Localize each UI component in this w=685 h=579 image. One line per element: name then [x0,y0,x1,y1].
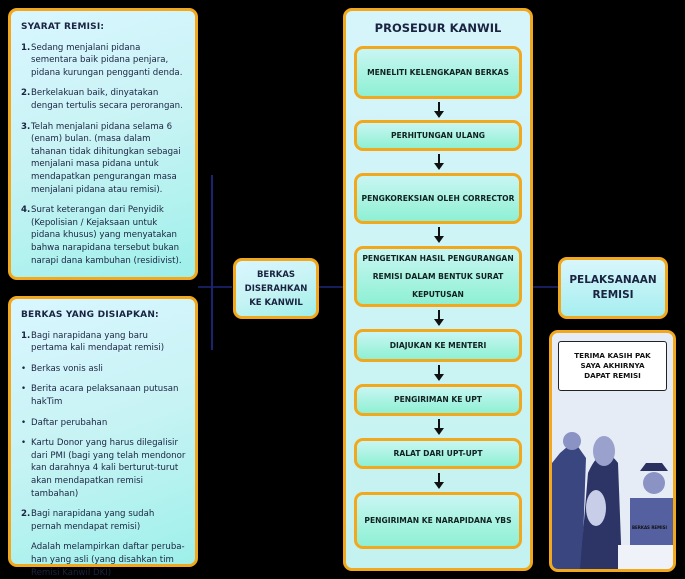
step-box: PENGIRIMAN KE NARAPIDANA YBS [354,492,522,549]
item-text: Adalah melampirkan daftar peruba-han yan… [31,542,185,578]
step-label: RALAT DARI UPT-UPT [393,448,483,458]
item-marker: 4. [21,205,31,216]
syarat-title: SYARAT REMISI: [21,22,105,32]
list-item: • Kartu Donor yang harus dilegalisir dari… [21,437,187,500]
list-item: 2.Berkelakuan baik, dinyatakan dengan te… [21,87,187,112]
step-box: DIAJUKAN KE MENTERI [354,329,522,362]
arrow-down-icon [434,154,444,170]
step-label: PENGIRIMAN KE UPT [394,395,482,404]
step-box: MENELITI KELENGKAPAN BERKAS [354,46,522,99]
berkas-diserahkan-box: BERKAS DISERAHKAN KE KANWIL [233,258,319,319]
item-text: Berkelakuan baik, dinyatakan dengan tert… [31,88,183,111]
step-box: PERHITUNGAN ULANG [354,120,522,151]
item-marker: 3. [21,121,31,132]
list-item: 1.Sedang menjalani pidana sementara baik… [21,42,187,80]
list-item: 2.Bagi narapidana yang sudah pernah mend… [21,508,187,533]
item-marker: 2. [21,509,31,520]
step-box: PENGETIKAN HASIL PENGURANGAN REMISI DALA… [354,246,522,307]
berkas-remisi-label: BERKAS REMISI [632,525,667,530]
arrow-down-icon [434,310,444,326]
list-item: • Daftar perubahan [21,417,187,430]
arrow-down-icon [434,101,444,118]
item-text: Bagi narapidana yang baru pertama kali m… [31,330,165,354]
pelaksanaan-remisi-box: PELAKSANAAN REMISI [558,257,668,319]
speech-bubble: TERIMA KASIH PAK SAYA AKHIRNYA DAPAT REM… [558,341,667,391]
arrow-down-icon [434,419,444,435]
list-item: • Berkas vonis asli [21,363,187,376]
step-box: RALAT DARI UPT-UPT [354,438,522,469]
step-label: MENELITI KELENGKAPAN BERKAS [367,67,509,77]
step-label: PENGIRIMAN KE NARAPIDANA YBS [364,515,512,525]
item-text: Sedang menjalani pidana sementara baik p… [31,42,183,78]
step-box: PENGKOREKSIAN OLEH CORRECTOR [354,173,522,224]
item-marker: • [21,363,27,374]
step-box: PENGIRIMAN KE UPT [354,384,522,416]
berkas-disiapkan-panel: BERKAS YANG DISIAPKAN: 1.Bagi narapidana… [8,296,198,578]
syarat-remisi-panel: SYARAT REMISI: 1.Sedang menjalani pidana… [8,8,198,280]
step-label: PENGETIKAN HASIL PENGURANGAN REMISI DALA… [362,253,514,299]
item-text: Kartu Donor yang harus dilegalisir dari … [31,438,186,499]
item-text: Berita acara pelaksanaan putusan hakTim [31,384,179,407]
berkas-title: BERKAS YANG DISIAPKAN: [21,310,159,320]
item-text: Daftar perubahan [31,417,108,428]
item-marker: 1. [21,330,31,341]
berkas-diserahkan-label: BERKAS DISERAHKAN KE KANWIL [244,269,308,308]
arrow-down-icon [434,365,444,381]
speech-text: TERIMA KASIH PAK SAYA AKHIRNYA DAPAT REM… [574,351,651,380]
step-label: PERHITUNGAN ULANG [390,130,486,140]
arrow-down-icon [434,227,444,243]
connector-to-pelaksanaan [533,286,558,288]
item-text: Berkas vonis asli [31,363,103,374]
comic-illustration: TERIMA KASIH PAK SAYA AKHIRNYA DAPAT REM… [549,330,676,572]
step-label: PENGKOREKSIAN OLEH CORRECTOR [361,193,515,203]
list-item: 4.Surat keterangan dari Penyidik (Kepoli… [21,204,187,267]
list-item: 1.Bagi narapidana yang baru pertama kali… [21,330,187,355]
connector-to-berkas [198,286,232,288]
connector-to-prosedur [319,286,343,288]
list-item: 3.Telah menjalani pidana selama 6 (enam)… [21,121,187,197]
item-marker: 2. [21,88,31,99]
step-label: DIAJUKAN KE MENTERI [389,340,487,350]
list-item: Adalah melampirkan daftar peruba-han yan… [21,541,187,579]
item-marker: • [21,417,27,428]
list-item: • Berita acara pelaksanaan putusan hakTim [21,383,187,408]
item-marker: • [21,384,27,395]
item-marker: 1. [21,42,31,53]
arrow-down-icon [434,472,444,489]
item-text: Telah menjalani pidana selama 6 (enam) b… [31,121,181,195]
prosedur-title: PROSEDUR KANWIL [374,21,502,35]
bracket-connector [211,175,213,350]
item-text: Bagi narapidana yang sudah pernah mendap… [31,509,155,532]
item-text: Surat keterangan dari Penyidik (Kepolisi… [31,205,182,266]
pelaksanaan-label: PELAKSANAAN REMISI [569,274,657,301]
item-marker: • [21,438,27,449]
